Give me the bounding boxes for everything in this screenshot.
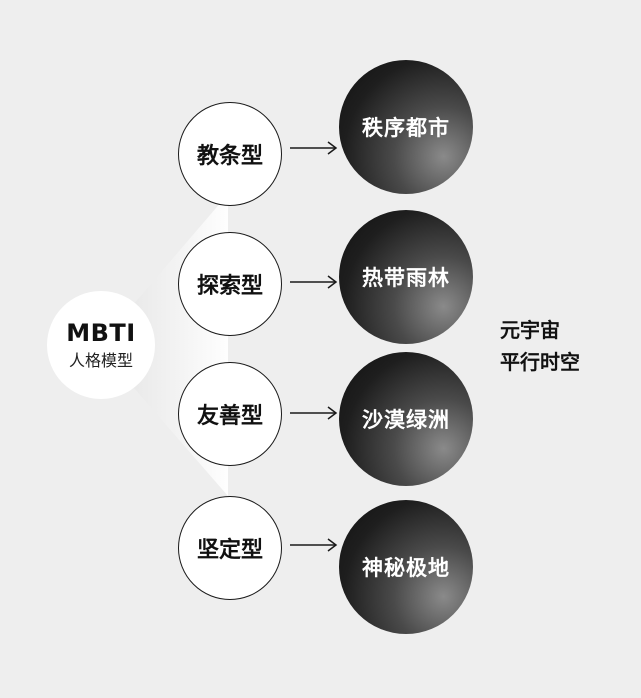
- side-label: 元宇宙 平行时空: [500, 314, 580, 378]
- arrow-icon: [290, 275, 338, 289]
- root-subtitle: 人格模型: [68, 351, 133, 370]
- root-node: MBTI 人格模型: [47, 291, 155, 399]
- world-node-order-city: 秩序都市: [339, 60, 473, 194]
- world-node-desert-oasis: 沙漠绿洲: [339, 352, 473, 486]
- side-label-line2: 平行时空: [500, 350, 580, 374]
- type-node-explorer: 探索型: [178, 232, 282, 336]
- type-node-steadfast: 坚定型: [178, 496, 282, 600]
- type-node-friendly: 友善型: [178, 362, 282, 466]
- arrow-icon: [290, 406, 338, 420]
- root-title: MBTI: [66, 319, 136, 347]
- arrow-icon: [290, 141, 338, 155]
- arrow-icon: [290, 538, 338, 552]
- world-node-polar: 神秘极地: [339, 500, 473, 634]
- side-label-line1: 元宇宙: [500, 318, 560, 342]
- world-node-rainforest: 热带雨林: [339, 210, 473, 344]
- type-node-dogmatic: 教条型: [178, 102, 282, 206]
